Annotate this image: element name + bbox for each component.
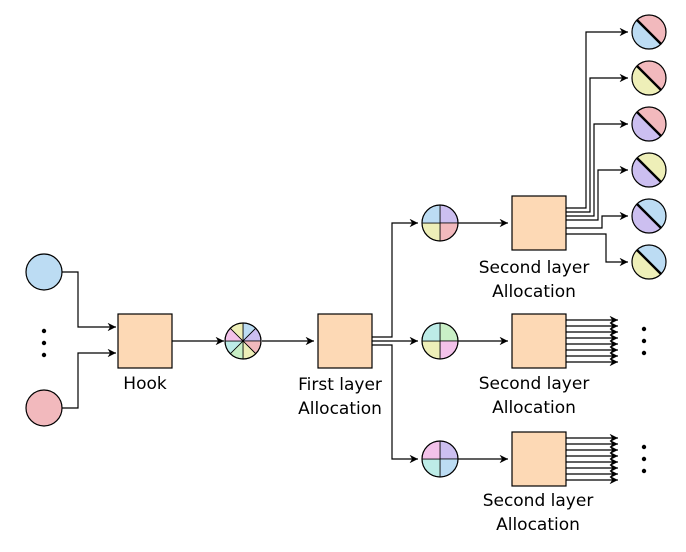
output-node-icon (631, 60, 667, 96)
connector-first-to-bottom (372, 344, 418, 464)
top-fanout-connectors (566, 27, 628, 267)
first-layer-label-line1: First layer (298, 375, 382, 395)
output-node-icon (631, 14, 667, 50)
ellipsis-bottom-icon (641, 444, 647, 474)
input-node-blue (25, 253, 63, 291)
hook-label: Hook (123, 374, 167, 394)
second-layer-box-mid (511, 313, 567, 369)
quad-node-mid-icon (421, 322, 459, 360)
second-layer-bottom-label-line1: Second layer (483, 491, 594, 511)
second-layer-bottom-label-line2: Allocation (496, 515, 580, 535)
output-node-icon (631, 244, 667, 280)
second-layer-box-bottom (511, 431, 567, 487)
connector-first-to-top (372, 218, 418, 338)
first-layer-label-line2: Allocation (298, 399, 382, 419)
quad-node-top-icon (421, 204, 459, 242)
second-layer-mid-label-line2: Allocation (492, 398, 576, 418)
connector-blue-to-hook (62, 271, 116, 332)
ellipsis-dots-icon (41, 328, 47, 358)
mid-arrow-bundle (566, 315, 618, 367)
connector-pink-to-hook (62, 348, 116, 409)
mixed-node-icon (224, 322, 262, 360)
output-nodes (631, 14, 667, 280)
output-node-icon (631, 198, 667, 234)
output-node-icon (631, 152, 667, 188)
hook-box (117, 313, 173, 369)
bottom-arrow-bundle (566, 433, 618, 485)
quad-node-bottom-icon (421, 440, 459, 478)
second-layer-mid-label-line1: Second layer (479, 374, 590, 394)
first-layer-box (317, 313, 373, 369)
input-node-pink (25, 389, 63, 427)
output-node-icon (631, 106, 667, 142)
second-layer-top-label-line1: Second layer (479, 258, 590, 278)
second-layer-box-top (511, 195, 567, 251)
ellipsis-mid-icon (641, 326, 647, 356)
second-layer-top-label-line2: Allocation (492, 282, 576, 302)
